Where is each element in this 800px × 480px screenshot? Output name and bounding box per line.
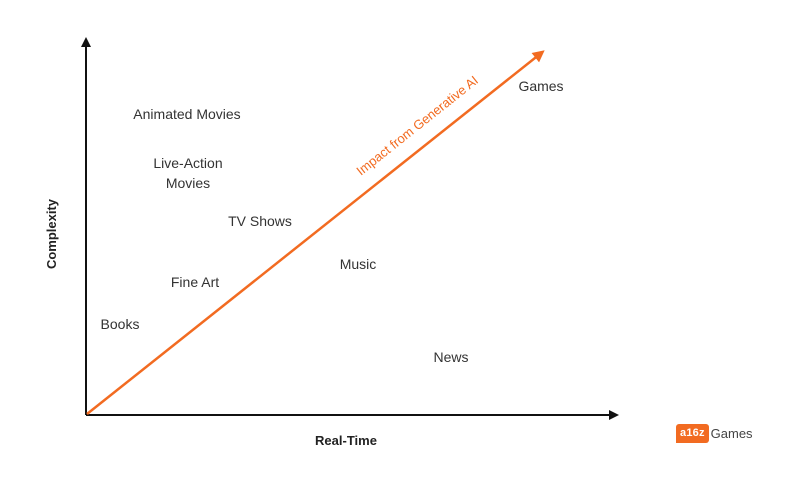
label-games: Games: [518, 78, 563, 94]
logo-wordmark: Games: [710, 426, 753, 441]
a16z-logo-mark: a16z: [676, 424, 709, 443]
label-live-action-line2: Movies: [166, 175, 210, 191]
label-news: News: [433, 349, 468, 365]
y-axis-title: Complexity: [44, 198, 59, 269]
a16z-games-logo: a16z Games: [676, 424, 753, 443]
trend-label: Impact from Generative AI: [353, 73, 481, 179]
label-tv-shows: TV Shows: [228, 213, 292, 229]
label-animated-movies: Animated Movies: [133, 106, 240, 122]
label-books: Books: [101, 316, 140, 332]
label-music: Music: [340, 256, 377, 272]
label-fine-art: Fine Art: [171, 274, 219, 290]
trend-arrow: [86, 50, 545, 415]
x-axis-title: Real-Time: [315, 433, 377, 448]
label-live-action-line1: Live-Action: [153, 155, 222, 171]
